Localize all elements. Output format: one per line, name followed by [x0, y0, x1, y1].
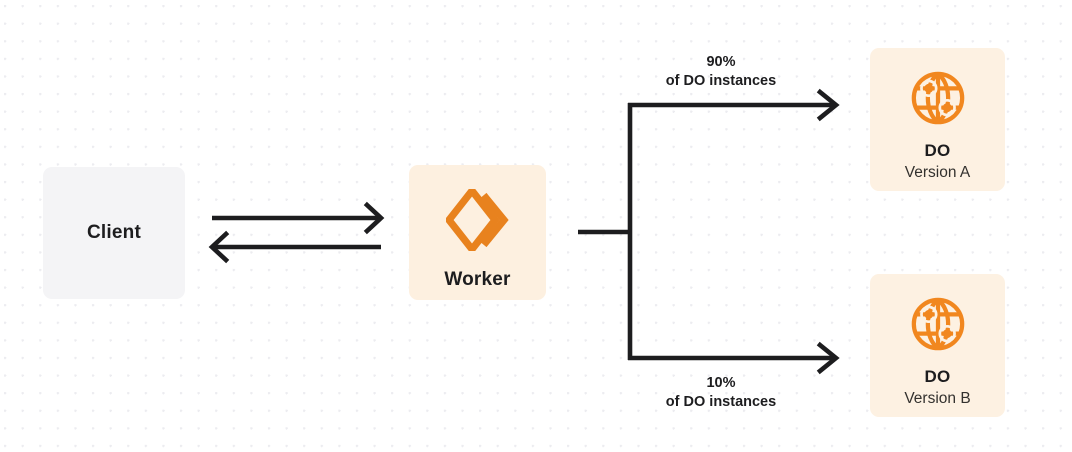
- node-do-a-label: DO: [924, 141, 951, 160]
- node-durable-object-version-a[interactable]: DO Version A: [870, 48, 1005, 191]
- edge-label-do-a-percent: 90%: [706, 54, 736, 70]
- edge-label-do-b: 10% of DO instances: [591, 374, 851, 412]
- globe-icon: [909, 69, 967, 127]
- node-durable-object-version-b[interactable]: DO Version B: [870, 274, 1005, 417]
- node-do-b-label: DO: [924, 367, 951, 386]
- edge-label-do-b-description: of DO instances: [665, 394, 777, 410]
- edge-worker-to-do-a: [628, 88, 840, 122]
- node-worker-label: Worker: [444, 269, 511, 290]
- edge-client-to-worker: [212, 201, 385, 235]
- node-client[interactable]: Client: [43, 167, 185, 299]
- globe-icon: [909, 295, 967, 353]
- edge-worker-to-do-b: [628, 341, 840, 375]
- cloudflare-workers-logo-icon: [445, 189, 510, 251]
- node-worker[interactable]: Worker: [409, 165, 546, 300]
- node-do-b-version: Version B: [904, 390, 971, 407]
- edge-worker-split-bus: [578, 103, 633, 360]
- node-client-label: Client: [87, 222, 141, 243]
- edge-label-do-a-description: of DO instances: [665, 73, 777, 89]
- edge-label-do-a: 90% of DO instances: [591, 53, 851, 91]
- node-do-a-version: Version A: [904, 164, 971, 181]
- edge-label-do-b-percent: 10%: [706, 375, 736, 391]
- edge-worker-to-client: [208, 230, 381, 264]
